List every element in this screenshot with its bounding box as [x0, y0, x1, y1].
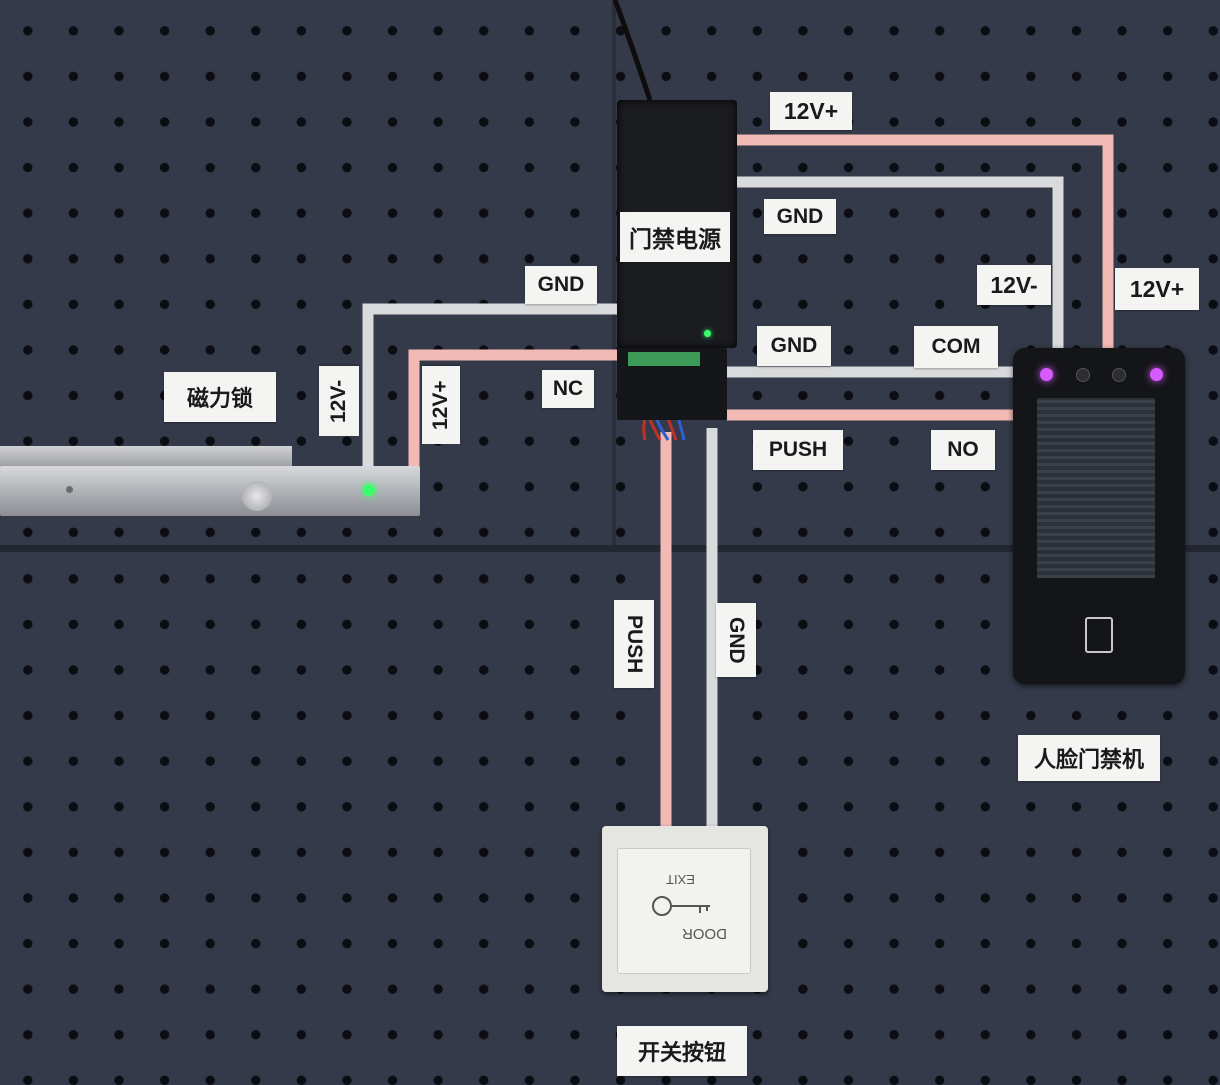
- ir-led-left: [1040, 368, 1053, 381]
- terminal-screen: [1037, 398, 1155, 578]
- board-seam: [0, 545, 1220, 552]
- label-reader-12v-plus: 12V+: [1115, 268, 1199, 310]
- board-vertical-seam: [612, 0, 616, 545]
- exit-text: EXIT: [666, 872, 695, 887]
- label-lock-nc: NC: [542, 370, 594, 408]
- power-cable: [612, 0, 653, 101]
- key-icon: [652, 896, 710, 916]
- label-exit-button: 开关按钮: [617, 1026, 747, 1076]
- label-button-gnd: GND: [716, 603, 756, 677]
- magnetic-lock: [0, 466, 420, 516]
- wire-lock-nc: [408, 349, 620, 478]
- label-button-push: PUSH: [614, 600, 654, 688]
- camera-lens-left: [1076, 368, 1090, 382]
- label-reader-push: PUSH: [753, 430, 843, 470]
- label-reader-com: COM: [914, 326, 998, 368]
- wire-psu-reader-12v-minus: [737, 176, 1064, 350]
- label-lock-12v-minus: 12V-: [319, 366, 359, 436]
- lock-screw: [242, 481, 272, 511]
- lock-status-led: [363, 484, 375, 496]
- label-face-terminal: 人脸门禁机: [1018, 735, 1160, 781]
- door-text: DOOR: [682, 925, 727, 942]
- label-power-supply: 门禁电源: [620, 212, 730, 262]
- label-reader-12v-minus: 12V-: [977, 265, 1051, 305]
- magnetic-lock-armature: [0, 446, 292, 468]
- label-reader-no: NO: [931, 430, 995, 470]
- ir-led-right: [1150, 368, 1163, 381]
- label-lock-12v-plus: 12V+: [422, 366, 460, 444]
- label-lock-gnd: GND: [525, 266, 597, 304]
- psu-status-led: [704, 330, 711, 337]
- wire-lock-gnd: [362, 303, 620, 478]
- lock-screw-small: [66, 486, 73, 493]
- psu-green-terminal: [628, 352, 700, 366]
- wire-psu-reader-12v-plus: [737, 134, 1114, 350]
- exit-button-face[interactable]: [617, 848, 751, 974]
- label-psu-12v-plus: 12V+: [770, 92, 852, 130]
- camera-lens-right: [1112, 368, 1126, 382]
- label-psu-gnd: GND: [764, 199, 836, 234]
- label-magnetic-lock: 磁力锁: [164, 372, 276, 422]
- card-reader-icon: [1085, 617, 1113, 653]
- label-reader-gnd: GND: [757, 326, 831, 366]
